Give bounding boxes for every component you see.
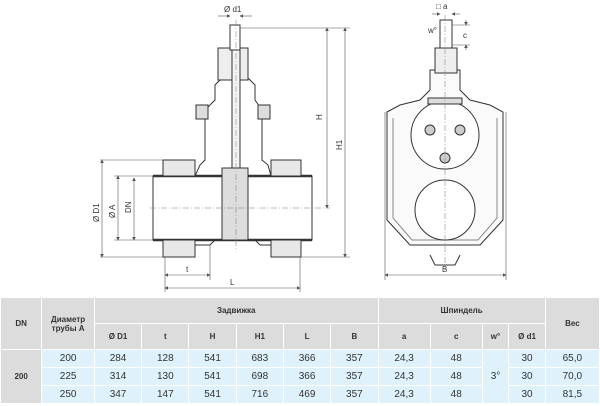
- cell-D1: 347: [94, 386, 142, 403]
- valve-front-view: [386, 15, 504, 270]
- header-D1: Ø D1: [94, 324, 142, 349]
- cell-A: 225: [42, 368, 94, 385]
- cell-H1: 683: [236, 350, 283, 367]
- valve-side-section: [150, 20, 330, 258]
- cell-t: 147: [142, 386, 189, 403]
- header-t: t: [142, 324, 189, 349]
- cell-B: 357: [331, 350, 378, 367]
- cell-L: 366: [283, 368, 331, 385]
- label-a: □ a: [436, 2, 448, 11]
- cell-D1: 284: [94, 350, 142, 367]
- cell-B: 357: [331, 368, 378, 385]
- header-weight: Вес: [545, 298, 599, 349]
- header-spindle: Шпиндель: [378, 298, 545, 323]
- cell-A: 200: [42, 350, 94, 367]
- cell-weight: 65,0: [545, 350, 599, 367]
- cell-L: 469: [283, 386, 331, 403]
- label-D1: Ø D1: [92, 203, 101, 222]
- cell-H: 541: [189, 350, 236, 367]
- cell-t: 130: [142, 368, 189, 385]
- table-row: 200 200 284 128 541 683 366 357 24,3 48 …: [1, 350, 599, 403]
- cell-d1: 30: [509, 386, 545, 403]
- cell-c: 48: [430, 386, 482, 403]
- cell-d1: 30: [509, 368, 545, 385]
- cell-B: 357: [331, 386, 378, 403]
- label-L: L: [230, 278, 235, 287]
- table-row: 250 347 147 541 716 469 357 24,3 48 30 8…: [1, 386, 599, 403]
- cell-d1: 30: [509, 350, 545, 367]
- header-pipe-diameter: Диаметр трубы A: [42, 298, 94, 349]
- cell-w: 3°: [482, 350, 509, 403]
- cell-A: 250: [42, 386, 94, 403]
- cell-H1: 698: [236, 368, 283, 385]
- label-t: t: [186, 265, 189, 274]
- valve-technical-drawing: Ø d1 H H1 Ø D1 Ø A DN t L □ a w° c B: [92, 2, 507, 292]
- table-row: 225 314 130 541 698 366 357 24,3 48 30 7…: [1, 368, 599, 385]
- cell-dn: 200: [1, 350, 42, 403]
- dimensions-table: DN Диаметр трубы A Задвижка Шпиндель Вес…: [0, 297, 600, 404]
- header-valve: Задвижка: [94, 298, 378, 323]
- header-w: w°: [482, 324, 509, 349]
- cell-H1: 716: [236, 386, 283, 403]
- label-H: H: [315, 114, 324, 120]
- header-c: c: [430, 324, 482, 349]
- cell-H: 541: [189, 368, 236, 385]
- cell-L: 366: [283, 350, 331, 367]
- header-L: L: [283, 324, 331, 349]
- cell-H: 541: [189, 386, 236, 403]
- cell-c: 48: [430, 350, 482, 367]
- label-B: B: [442, 265, 447, 274]
- label-H1: H1: [335, 139, 344, 150]
- cell-t: 128: [142, 350, 189, 367]
- label-c: c: [463, 31, 467, 40]
- header-B: B: [331, 324, 378, 349]
- header-d1: Ø d1: [509, 324, 545, 349]
- cell-weight: 81,5: [545, 386, 599, 403]
- header-H: H: [189, 324, 236, 349]
- cell-weight: 70,0: [545, 368, 599, 385]
- header-a: a: [378, 324, 430, 349]
- cell-a: 24,3: [378, 386, 430, 403]
- header-H1: H1: [236, 324, 283, 349]
- header-dn: DN: [1, 298, 42, 349]
- label-d1: Ø d1: [224, 5, 242, 14]
- cell-c: 48: [430, 368, 482, 385]
- cell-a: 24,3: [378, 368, 430, 385]
- label-A: Ø A: [108, 204, 117, 218]
- cell-a: 24,3: [378, 350, 430, 367]
- cell-D1: 314: [94, 368, 142, 385]
- label-w: w°: [427, 26, 437, 35]
- label-DN: DN: [124, 201, 133, 213]
